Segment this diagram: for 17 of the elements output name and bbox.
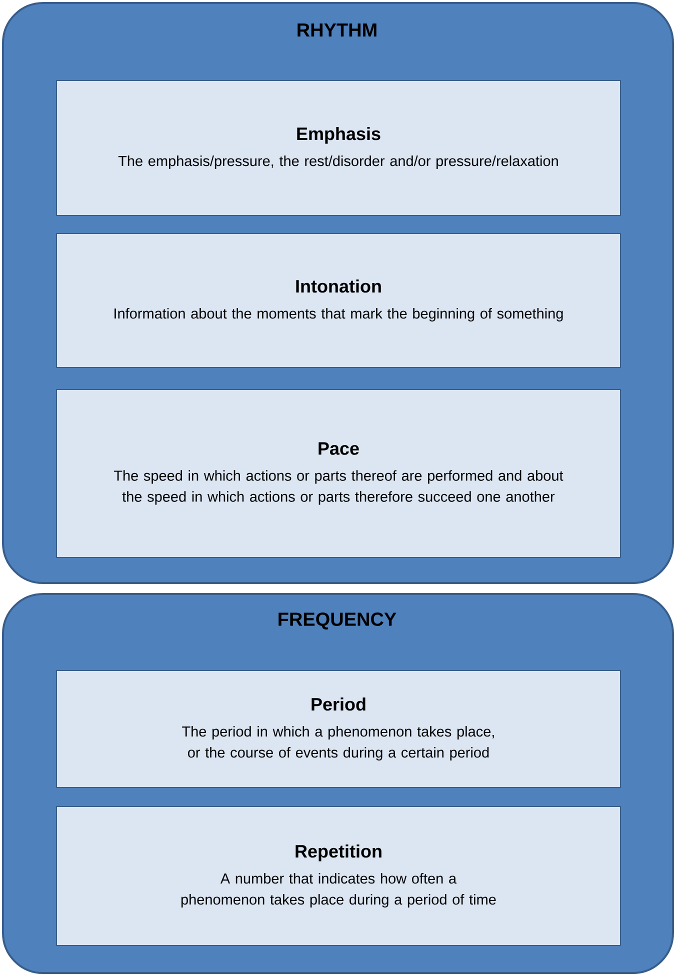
box-heading: Repetition (296, 844, 382, 862)
box-description: The speed in which actions or parts thereof are performed and about the speed in which actions or parts therefore succeed one another (114, 470, 564, 505)
definition-box (56, 80, 621, 216)
box-description: A number that indicates how often a phenomenon takes place during a period of time (181, 873, 496, 908)
box-description: Information about the moments that mark the beginning of something (114, 308, 563, 322)
panel-heading: RHYTHM (298, 23, 376, 37)
box-heading: Intonation (296, 279, 381, 293)
box-heading: Period (312, 697, 366, 711)
definition-box (56, 670, 621, 788)
box-description: The period in which a phenomenon takes place, or the course of events during a certain period (182, 726, 494, 761)
definition-box (56, 389, 621, 558)
definition-box (56, 806, 621, 946)
box-description: The emphasis/pressure, the rest/disorder and/or pressure/relaxation (118, 156, 558, 170)
box-heading: Emphasis (297, 126, 380, 144)
panel-heading: FREQUENCY (278, 612, 396, 630)
definition-box (56, 233, 621, 368)
box-heading: Pace (318, 442, 359, 455)
